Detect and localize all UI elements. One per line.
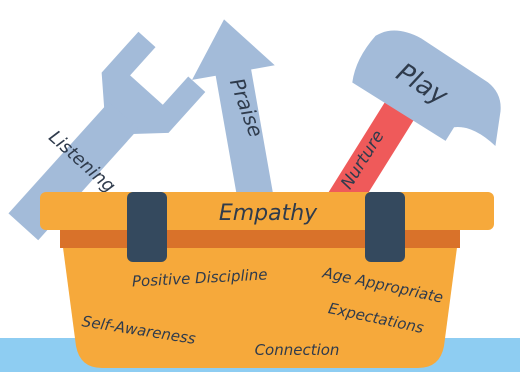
hammer-head <box>352 30 501 147</box>
latch-right <box>365 192 405 262</box>
connection-label: Connection <box>255 341 340 359</box>
rim-label: Empathy <box>219 201 318 226</box>
wrench-head <box>101 31 206 134</box>
arrow-tool: Praise <box>192 19 275 207</box>
arrow-head <box>192 19 275 207</box>
latch-left <box>127 192 167 262</box>
toolbox-body <box>62 240 458 368</box>
